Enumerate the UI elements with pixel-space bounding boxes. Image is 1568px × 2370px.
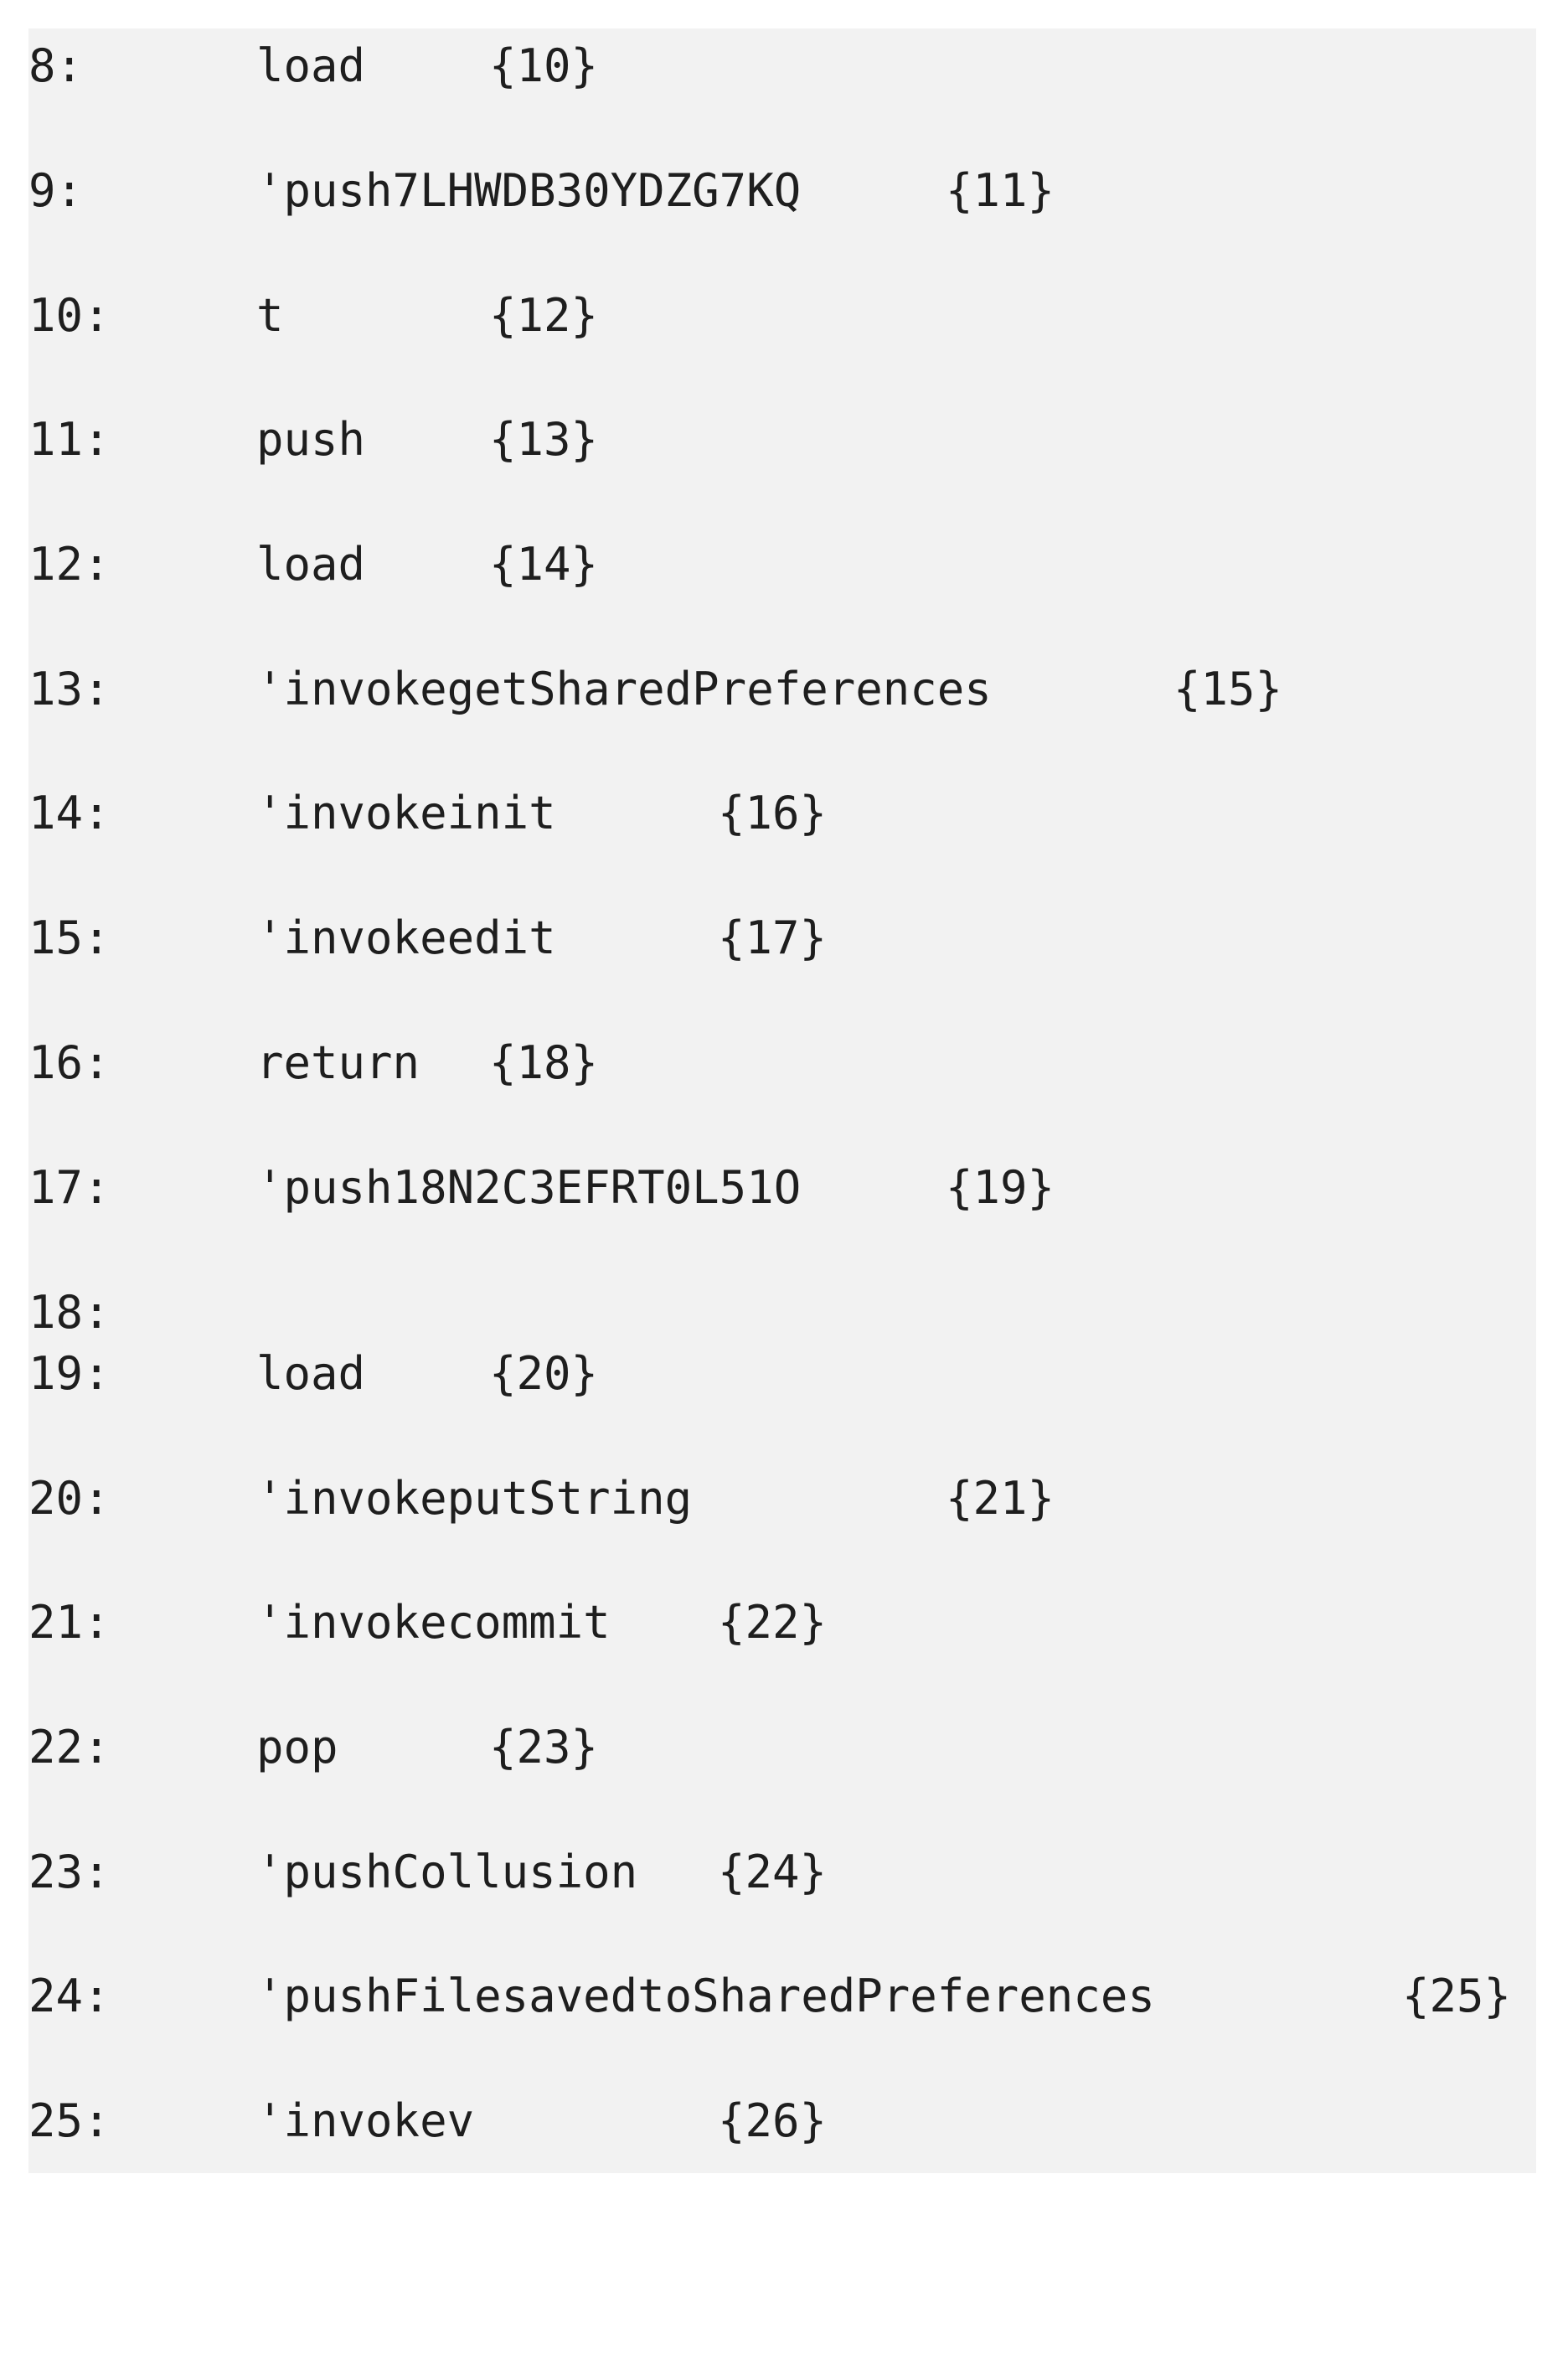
line-number: 10:	[28, 289, 111, 342]
line-number: 11:	[28, 413, 111, 466]
code-line: 20: 'invokeputString {21}	[28, 1471, 1536, 1526]
target-ref: {11}	[946, 164, 1055, 217]
line-number: 15:	[28, 911, 111, 964]
code-line: 25: 'invokev {26}	[28, 2094, 1536, 2149]
instruction: 'invokeputString	[256, 1472, 693, 1525]
target-ref: {25}	[1402, 1970, 1512, 2022]
line-number: 24:	[28, 1970, 111, 2022]
line-number: 25:	[28, 2094, 111, 2147]
target-ref: {10}	[489, 39, 599, 92]
target-ref: {14}	[489, 538, 599, 591]
instruction: return	[256, 1036, 420, 1089]
code-line: 15: 'invokeedit {17}	[28, 911, 1536, 966]
line-number: 13:	[28, 663, 111, 715]
line-number: 21:	[28, 1596, 111, 1649]
line-number: 8:	[28, 39, 84, 92]
code-line: 9: 'push7LHWDB30YDZG7KQ {11}	[28, 163, 1536, 219]
code-line: 17: 'push18N2C3EFRT0L51O {19}	[28, 1160, 1536, 1216]
line-number: 19:	[28, 1347, 111, 1400]
instruction: t	[256, 289, 284, 342]
code-listing-panel: 8: load {10} 9: 'push7LHWDB30YDZG7KQ {11…	[28, 28, 1536, 2173]
line-number: 16:	[28, 1036, 111, 1089]
target-ref: {18}	[489, 1036, 599, 1089]
instruction: 'invokegetSharedPreferences	[256, 663, 992, 715]
instruction: 'invokev	[256, 2094, 475, 2147]
code-line: 13: 'invokegetSharedPreferences {15}	[28, 662, 1536, 717]
instruction: 'invokecommit	[256, 1596, 611, 1649]
code-line: 11: push {13}	[28, 412, 1536, 467]
instruction: 'invokeinit	[256, 787, 556, 839]
line-number: 12:	[28, 538, 111, 591]
code-line: 22: pop {23}	[28, 1720, 1536, 1775]
target-ref: {20}	[489, 1347, 599, 1400]
code-line: 12: load {14}	[28, 537, 1536, 592]
target-ref: {15}	[1173, 663, 1283, 715]
instruction: 'invokeedit	[256, 911, 556, 964]
instruction: load	[256, 39, 366, 92]
instruction: 'push7LHWDB30YDZG7KQ	[256, 164, 802, 217]
line-number: 23:	[28, 1846, 111, 1898]
code-line: 19: load {20}	[28, 1346, 1536, 1402]
target-ref: {24}	[718, 1846, 828, 1898]
line-number: 22:	[28, 1721, 111, 1774]
code-line: 23: 'pushCollusion {24}	[28, 1845, 1536, 1900]
target-ref: {12}	[489, 289, 599, 342]
code-line: 18:	[28, 1285, 1536, 1340]
target-ref: {13}	[489, 413, 599, 466]
target-ref: {21}	[946, 1472, 1055, 1525]
instruction: load	[256, 1347, 366, 1400]
line-number: 17:	[28, 1161, 111, 1214]
line-number: 20:	[28, 1472, 111, 1525]
target-ref: {19}	[946, 1161, 1055, 1214]
instruction: 'push18N2C3EFRT0L51O	[256, 1161, 802, 1214]
line-number: 18:	[28, 1286, 111, 1339]
instruction: 'pushFilesavedtoSharedPreferences	[256, 1970, 1155, 2022]
instruction: push	[256, 413, 366, 466]
instruction: pop	[256, 1721, 338, 1774]
target-ref: {22}	[718, 1596, 828, 1649]
target-ref: {26}	[718, 2094, 828, 2147]
target-ref: {23}	[489, 1721, 599, 1774]
code-line: 16: return {18}	[28, 1035, 1536, 1091]
code-line: 14: 'invokeinit {16}	[28, 786, 1536, 841]
target-ref: {17}	[718, 911, 828, 964]
code-line: 21: 'invokecommit {22}	[28, 1595, 1536, 1650]
line-number: 9:	[28, 164, 84, 217]
target-ref: {16}	[718, 787, 828, 839]
instruction: 'pushCollusion	[256, 1846, 638, 1898]
code-line: 10: t {12}	[28, 288, 1536, 343]
instruction: load	[256, 538, 366, 591]
code-line: 8: load {10}	[28, 39, 1536, 94]
line-number: 14:	[28, 787, 111, 839]
code-line: 24: 'pushFilesavedtoSharedPreferences {2…	[28, 1969, 1536, 2024]
